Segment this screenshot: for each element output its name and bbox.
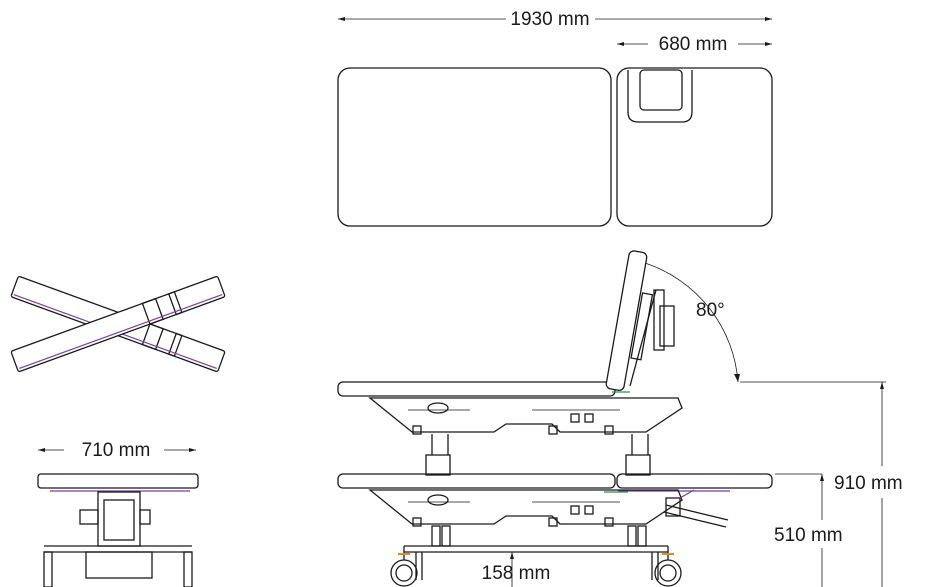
caster-left — [390, 559, 418, 587]
scissor-view — [10, 275, 226, 373]
body-section-top — [337, 67, 612, 227]
lowered-head-top — [616, 473, 773, 489]
head-section-top — [616, 67, 773, 227]
dim-width: 710 mm — [82, 440, 151, 461]
raised-top — [337, 381, 616, 397]
caster-right — [654, 559, 682, 587]
dim-total-length: 1930 mm — [510, 9, 589, 30]
dim-max-height: 910 mm — [834, 473, 903, 494]
dim-ground-clearance: 158 mm — [482, 563, 551, 584]
dim-backrest-angle: 80° — [696, 300, 725, 321]
end-view: 710 mm — [37, 440, 199, 587]
face-hole-insert — [639, 69, 683, 111]
dim-head-section: 680 mm — [659, 34, 728, 55]
side-view-raised: 80° — [337, 250, 740, 476]
side-view-lowered: 158 mm — [337, 473, 773, 587]
top-view: 1930 mm 680 mm — [337, 9, 773, 227]
dim-min-height: 510 mm — [774, 525, 843, 546]
face-hole — [627, 70, 693, 123]
end-view-top — [37, 473, 199, 489]
lowered-body-top — [337, 473, 616, 489]
height-dimensions: 910 mm 510 mm — [740, 381, 903, 587]
